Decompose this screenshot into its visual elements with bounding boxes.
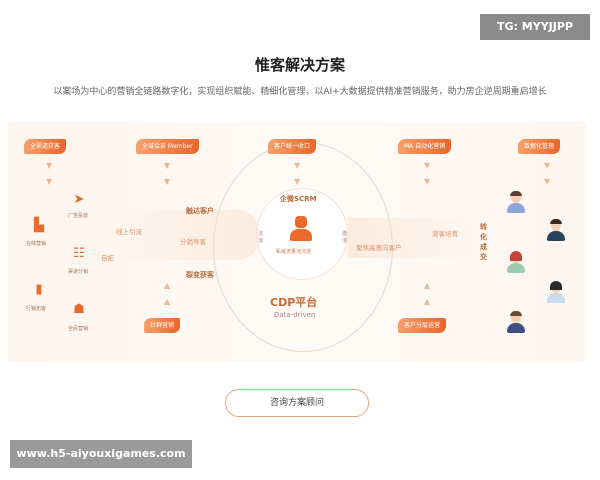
customer-avatar (506, 191, 526, 214)
user-icon (290, 216, 312, 242)
watermark-site: www.h5-aiyouxigames.com (10, 440, 192, 468)
flow-precipitate: 沉淀 (258, 231, 264, 244)
cdp-label: CDP平台 (270, 296, 318, 309)
chevron-down-icon: ▼▼ (46, 161, 53, 186)
chevron-up-icon: ▲▲ (164, 281, 171, 306)
group-icon: ☗ (73, 302, 85, 317)
flow-fission: 裂变获客 (186, 271, 214, 279)
page-subtitle: 以案场为中心的营销全链路数字化，实现组织赋能、精细化管理，以AI+大数据提供精准… (53, 87, 547, 97)
pool-label: 私域流量池沉淀 (276, 249, 312, 255)
flow-reach: 触达客户 (186, 207, 214, 215)
chevron-down-icon: ▼▼ (424, 161, 431, 186)
watermark-tg: TG: MYYJJPP (480, 14, 590, 40)
flow-activate: 激活 (342, 231, 348, 244)
page-title: 惟客解决方案 (254, 56, 345, 74)
tag-community: 社群营销 (144, 318, 181, 333)
customer-avatar (546, 281, 566, 304)
inflow-band (108, 210, 258, 260)
tag-member: 全域会员 Member (136, 139, 199, 154)
tag-data-management: 数据化管理 (518, 139, 561, 154)
paper-plane-icon: ➤ (73, 192, 85, 207)
solution-diagram: 全渠道获客 全域会员 Member 客户统一收口 MA 自动化营销 数据化管理 … (8, 122, 586, 362)
channel-label: 在线营销 (26, 241, 47, 247)
bar-chart-icon: ▮ (35, 282, 43, 297)
flow-high-intent: 聚焦高意向客户 (356, 244, 402, 252)
flow-nurture: 潜客培育 (432, 230, 458, 238)
flow-distribution: 分销导客 (180, 238, 206, 246)
flow-online: 线上引流 (116, 228, 142, 236)
channel-label: 广告投放 (68, 213, 89, 219)
flow-self: 自拓 (101, 254, 114, 262)
tag-omni-channel: 全渠道获客 (24, 139, 67, 154)
channel-label: 全民营销 (68, 326, 89, 332)
scrm-label: 企微SCRM (280, 195, 317, 203)
outflow-band (348, 218, 478, 258)
tag-segmentation: 客户分层运营 (398, 318, 447, 333)
channel-label: 行销拓客 (26, 306, 47, 312)
org-chart-icon: ☷ (73, 246, 85, 261)
customer-avatar (546, 219, 566, 242)
customer-avatar (506, 251, 526, 274)
chevron-down-icon: ▼▼ (544, 161, 551, 186)
cdp-sublabel: Data-driven (274, 311, 316, 319)
tag-unified-customer: 客户统一收口 (268, 139, 317, 154)
channel-label: 渠道分销 (68, 269, 89, 275)
building-icon: ▙ (34, 218, 44, 233)
chevron-down-icon: ▼▼ (294, 161, 301, 186)
chevron-down-icon: ▼▼ (164, 161, 171, 186)
customer-avatar (506, 311, 526, 334)
flow-convert: 转化成交 (480, 223, 487, 261)
chevron-up-icon: ▲▲ (424, 281, 431, 306)
tag-ma: MA 自动化营销 (398, 139, 452, 154)
consult-button[interactable]: 咨询方案顾问 (225, 389, 369, 417)
